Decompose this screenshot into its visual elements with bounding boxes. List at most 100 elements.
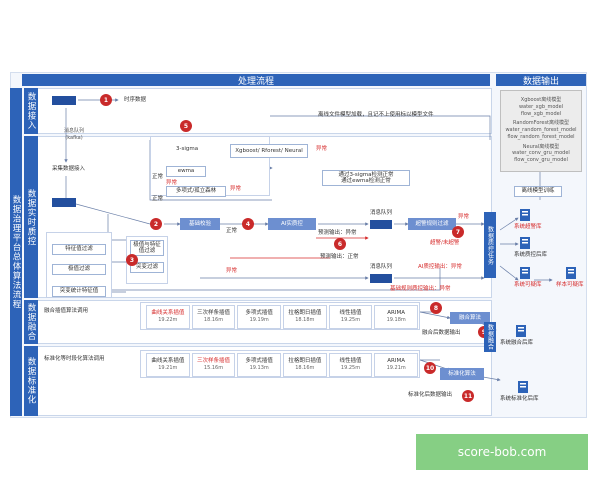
fusion-call-label: 融合插值算法调用 (44, 308, 89, 314)
db-fusion: 系统融合后库 (500, 324, 560, 354)
method-time: 19.18m (386, 317, 406, 324)
ai-check-node: AI实质控 (268, 218, 316, 230)
msg-queue-node-2 (370, 274, 392, 283)
db-sample-label: 样本可疑库 (556, 282, 584, 288)
method-time: 18.16m (203, 317, 224, 324)
verify-box: 通过3-sigma检测正常 通过ewma检测正常 (322, 170, 410, 186)
method-name: 拉格朗日插值 (288, 310, 322, 317)
fusion-task-strip: 数据融合 (484, 322, 496, 352)
method-time: 19.13m (249, 365, 269, 372)
predict-abnormal-label: 预测输出：异常 (318, 230, 357, 236)
process-header: 处理流程 (22, 74, 490, 87)
db-alarm-label: 系统超警库 (514, 224, 542, 230)
filter-extreme: 极值过滤 (52, 264, 106, 275)
method-name: 三次样条插值 (196, 358, 230, 365)
db-normalize-label: 系统标准化后库 (500, 396, 539, 402)
mq-label: 消息队列 (kafka) (64, 128, 85, 141)
normal-label-3: 正常 (152, 196, 164, 202)
normal-label-2: 正常 (152, 174, 164, 180)
marker-11: 11 (462, 390, 474, 402)
method-name: 拉格朗日插值 (288, 358, 322, 365)
database-icon (518, 381, 528, 393)
filter-mutation-stat: 突变统计特征值 (52, 286, 106, 297)
method-time: 19.21m (158, 365, 178, 372)
method-name: 线性插值 (339, 358, 362, 365)
normalize-algo-node: 标准化算法 (440, 368, 484, 380)
ingest-timeseries-label: 时序数据 (124, 97, 147, 103)
sigma-label: 3-sigma (176, 146, 199, 152)
msg-queue-label-2: 消息队列 (370, 264, 393, 270)
rule-abnormal-label: 基础规则质控输出：异常 (390, 286, 451, 292)
offline-train-box: 离线模型训练 (514, 186, 562, 197)
collect-node (52, 198, 76, 207)
normalize-output-label: 标准化后数据输出 (408, 392, 453, 398)
method-name: 线性插值 (339, 310, 362, 317)
msg-queue-node-1 (370, 220, 392, 229)
side-fusion: 数据融合 (24, 300, 38, 344)
over-alarm-label: 超警/未超警 (430, 240, 460, 246)
extremum-filter-box: 极值与特征值过滤 (130, 240, 164, 256)
model-line: RandomForest离线模型 (512, 120, 570, 127)
db-fusion-label: 系统融合后库 (500, 340, 534, 346)
section-ingest (24, 88, 492, 134)
method-name: 曲线关系插值 (151, 310, 185, 317)
marker-2: 2 (150, 218, 162, 230)
ai-abnormal-label: AI质控输出：异常 (418, 264, 462, 270)
mutation-filter-box: 突变过滤 (130, 262, 164, 273)
collect-label: 采集数据接入 (52, 166, 86, 172)
fusion-output-label: 融合后数据输出 (422, 330, 461, 336)
marker-1: 1 (100, 94, 112, 106)
method-time: 19.19m (249, 317, 269, 324)
method-time: 18.16m (295, 365, 315, 372)
marker-7: 7 (452, 226, 464, 238)
database-icon (520, 209, 530, 221)
marker-10: 10 (424, 362, 436, 374)
msg-queue-label-1: 消息队列 (370, 210, 393, 216)
predict-normal-label: 预测输出：正常 (320, 254, 359, 260)
database-icon (516, 325, 526, 337)
db-normalize: 系统标准化后库 (500, 380, 570, 410)
method-name: 三次样条插值 (196, 310, 230, 317)
model-line: water_random_forest_model (505, 127, 577, 133)
database-icon (520, 267, 530, 279)
model-line: flow_random_forest_model (507, 133, 575, 140)
database-icon (566, 267, 576, 279)
method-time: 19.25m (340, 317, 361, 324)
abnormal-label-5: 异常 (226, 268, 238, 274)
model-line: water_conv_gru_model (512, 150, 570, 157)
db-alarm: 系统超警库 (514, 208, 562, 238)
method-name: ARIMA (387, 310, 406, 317)
basic-check-node: 基础校验 (180, 218, 220, 230)
db-suspect-label: 系统可疑库 (514, 282, 542, 288)
method-name: 多项式插值 (245, 310, 273, 317)
marker-4: 4 (242, 218, 254, 230)
ingest-source-node (52, 96, 76, 105)
method-name: ARIMA (387, 358, 406, 365)
poly-box: 多项式/孤立森林 (166, 186, 226, 197)
normalize-call-label: 标准化等时段化算法调用 (44, 356, 105, 362)
db-quality: 系统质控后库 (514, 236, 562, 266)
abnormal-label-2: 异常 (166, 180, 178, 186)
database-icon (520, 237, 530, 249)
model-line: Neural离线模型 (522, 143, 560, 150)
alarm-rule-node: 超警规则过滤 (408, 218, 456, 230)
models-box: Xgboost/ Rforest/ Neural (230, 144, 308, 158)
method-name: 曲线关系插值 (151, 358, 185, 365)
watermark-badge: score-bob.com (416, 434, 588, 470)
side-ingest: 数据接入 (24, 88, 38, 134)
model-line: flow_xgb_model (520, 110, 562, 117)
marker-8: 8 (430, 302, 442, 314)
marker-6: 6 (334, 238, 346, 250)
